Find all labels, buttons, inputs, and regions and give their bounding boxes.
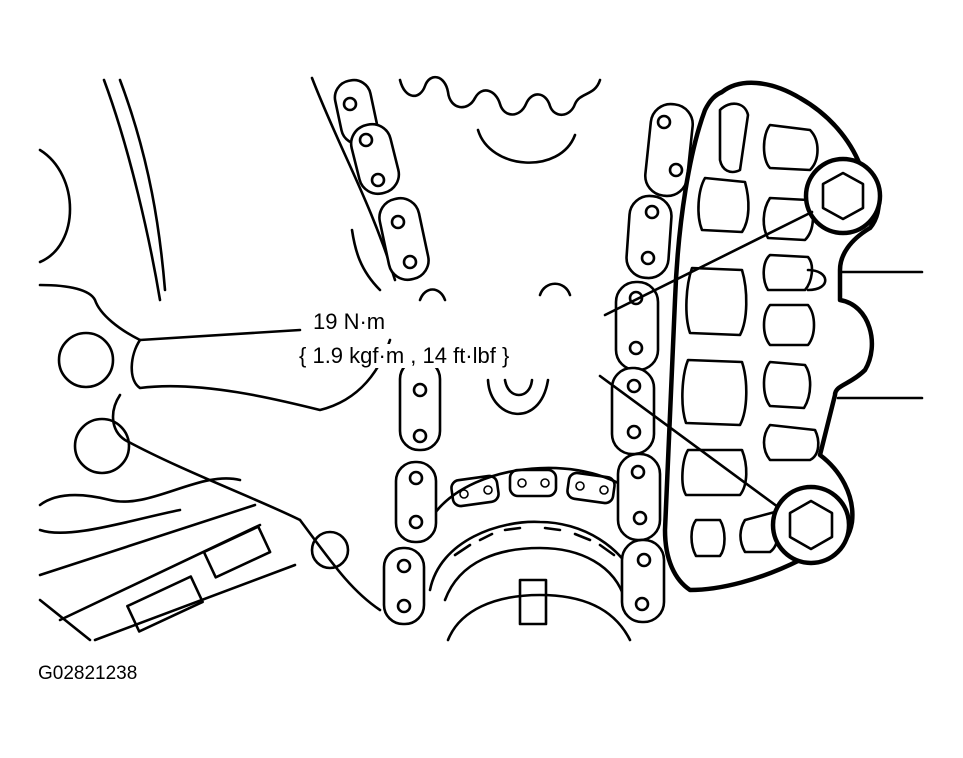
torque-conversion-label: { 1.9 kgf·m , 14 ft·lbf } — [296, 344, 513, 368]
crankshaft-sprocket — [428, 466, 652, 642]
upper-guide-bolt — [803, 156, 883, 236]
hex-bolt-icon — [821, 171, 865, 221]
timing-chain-right — [610, 102, 695, 624]
torque-spec-label: 19 N·m — [310, 310, 389, 334]
lower-guide-bolt — [770, 484, 852, 566]
engine-block-outline — [38, 76, 577, 612]
timing-chain-left — [333, 78, 442, 626]
figure-id-label: G02821238 — [38, 663, 138, 684]
hex-bolt-icon — [788, 499, 834, 551]
oil-pump-housing — [38, 503, 297, 642]
camshaft-sprocket — [398, 75, 602, 117]
leader-lines — [598, 210, 924, 509]
